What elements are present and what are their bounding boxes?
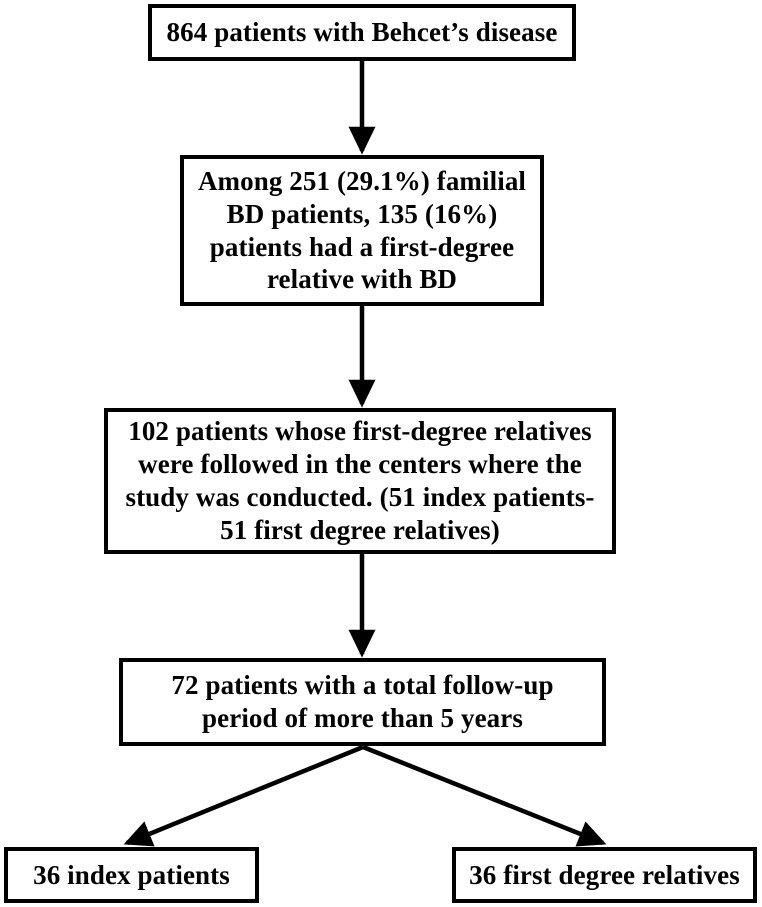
- node-followup-patients-label: 72 patients with a total follow-up perio…: [171, 670, 554, 733]
- node-total-patients-label: 864 patients with Behcet’s disease: [166, 17, 558, 48]
- node-index-patients-label: 36 index patients: [33, 859, 230, 890]
- node-index-patients: 36 index patients: [4, 847, 259, 903]
- node-followed-patients-label: 102 patients whose first-degree relative…: [125, 416, 595, 545]
- node-first-degree-relatives-label: 36 first degree relatives: [469, 859, 740, 890]
- node-followed-patients: 102 patients whose first-degree relative…: [104, 408, 616, 554]
- node-familial-patients: Among 251 (29.1%) familial BD patients, …: [180, 155, 544, 306]
- node-familial-patients-label: Among 251 (29.1%) familial BD patients, …: [197, 165, 527, 295]
- node-total-patients: 864 patients with Behcet’s disease: [148, 4, 576, 61]
- edge-followup-to-index: [123, 744, 364, 847]
- node-first-degree-relatives: 36 first degree relatives: [452, 847, 757, 903]
- node-followup-patients: 72 patients with a total follow-up perio…: [119, 658, 606, 746]
- edge-followup-to-relatives: [362, 744, 607, 847]
